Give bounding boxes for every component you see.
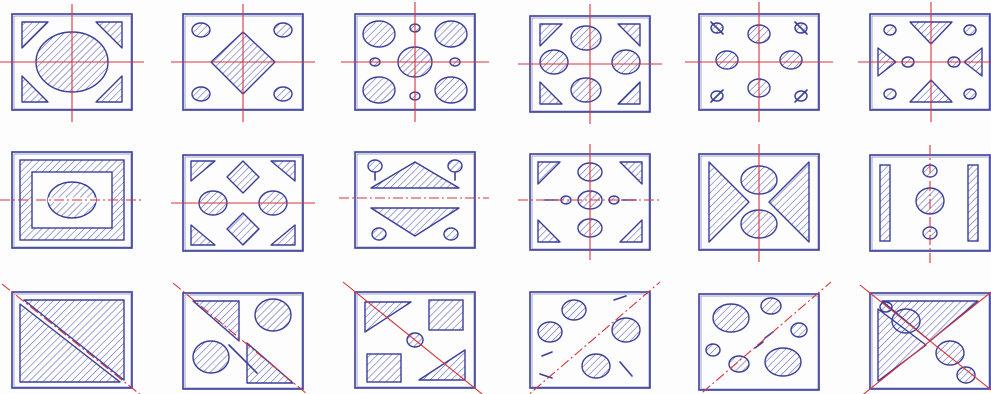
rect-shape [968, 165, 978, 241]
circle-shape [884, 89, 896, 99]
circle-shape [612, 318, 640, 342]
circle-shape [729, 356, 749, 372]
triangle-shape [191, 225, 215, 245]
triangle-shape [227, 161, 259, 193]
circle-shape [368, 160, 382, 172]
sketch-r1c4 [518, 4, 662, 124]
circle-shape [612, 50, 640, 74]
circle-shape [274, 87, 292, 101]
triangle-shape [371, 162, 459, 188]
sketch-r1c5 [685, 2, 833, 122]
circle-shape [761, 298, 781, 314]
circle-shape [538, 322, 562, 342]
stroke-mark [542, 352, 552, 356]
circle-shape [193, 341, 229, 373]
circle-shape [192, 23, 210, 37]
triangle-shape [227, 213, 259, 245]
sketch-r3c5 [689, 282, 831, 394]
stroke-mark [620, 362, 632, 376]
triangle-shape [271, 161, 295, 181]
circle-shape [964, 89, 976, 99]
circle-shape [880, 302, 892, 312]
sketch-r2c3 [339, 152, 489, 248]
sketch-r3c2 [173, 283, 313, 394]
circle-shape [372, 228, 386, 240]
sketch-r1c1 [0, 4, 144, 122]
rect-shape [880, 165, 890, 241]
circle-shape [706, 344, 720, 356]
axis-line [689, 282, 831, 394]
circle-shape [884, 25, 896, 35]
circle-shape [448, 160, 462, 172]
triangle-shape [540, 82, 562, 104]
circle-shape [562, 300, 586, 320]
circle-shape [780, 51, 802, 69]
sketch-r3c1 [2, 284, 142, 394]
triangle-shape [271, 225, 295, 245]
circle-shape [713, 304, 749, 332]
triangle-shape [193, 301, 239, 341]
sketch-r3c3 [343, 282, 487, 394]
circle-shape [582, 354, 610, 378]
stroke-mark [614, 296, 626, 300]
circle-shape [791, 323, 807, 337]
triangle-shape [620, 162, 642, 184]
circle-shape [435, 21, 467, 47]
triangle-shape [540, 24, 562, 46]
circle-shape [765, 348, 801, 376]
triangle-shape [419, 350, 465, 380]
circle-shape [936, 341, 964, 365]
sketch-r3c4 [520, 282, 660, 394]
sketch-r1c6 [858, 2, 991, 122]
stroke-mark [755, 342, 763, 348]
circle-shape [571, 26, 601, 50]
sketch-r1c3 [341, 2, 489, 122]
circle-shape [540, 50, 568, 74]
triangle-shape [620, 220, 642, 242]
circle-shape [435, 77, 467, 103]
circle-shape [363, 21, 395, 47]
sketch-r2c6 [870, 145, 990, 263]
circle-shape [192, 87, 210, 101]
circle-shape [274, 23, 292, 37]
rect-shape [429, 300, 463, 330]
circle-shape [444, 228, 458, 240]
triangle-shape [191, 161, 215, 181]
sketch-r3c6 [860, 285, 991, 394]
circle-shape [716, 51, 738, 69]
rect-shape [367, 354, 401, 382]
triangle-shape [538, 162, 560, 184]
circle-shape [964, 25, 976, 35]
sketch-r2c2 [171, 155, 315, 251]
circle-shape [363, 77, 395, 103]
sketch-r1c2 [171, 4, 315, 122]
triangle-shape [618, 24, 640, 46]
triangle-shape [365, 302, 411, 332]
triangle-shape [538, 220, 560, 242]
sketch-r2c4 [518, 144, 662, 260]
circle-shape [255, 299, 291, 331]
sketch-r2c5 [699, 144, 819, 262]
sketch-r2c1 [0, 152, 144, 248]
axis-line [173, 283, 313, 394]
triangle-shape [618, 82, 640, 104]
circle-shape [571, 78, 601, 102]
